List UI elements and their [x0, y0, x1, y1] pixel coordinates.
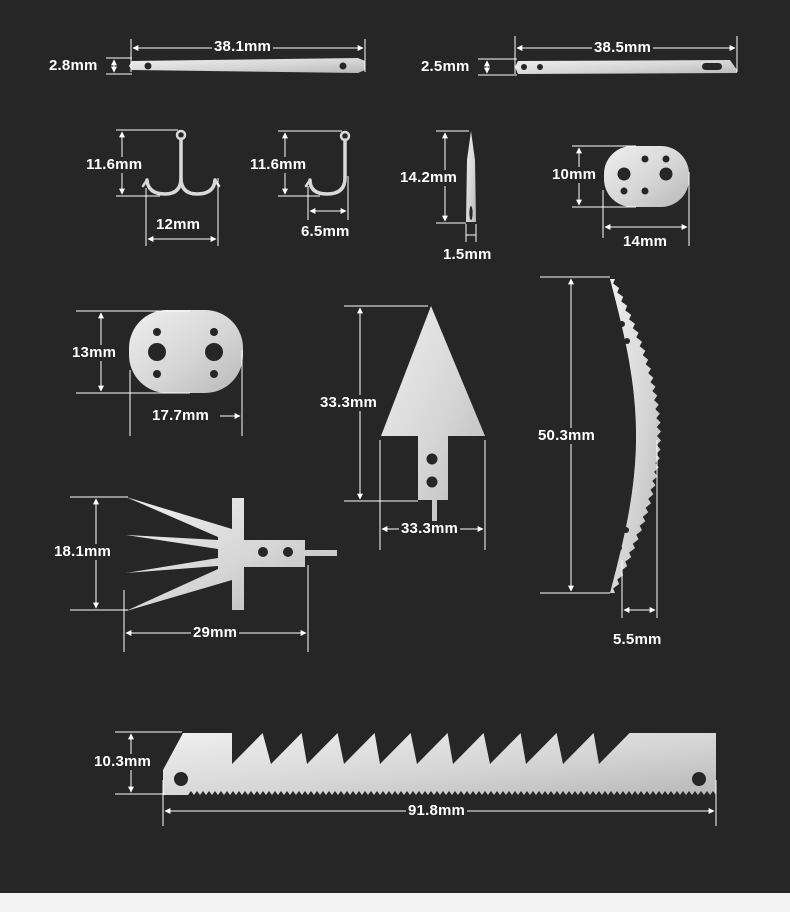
label-needle-1-length: 38.1mm	[212, 38, 274, 55]
label-double-hook-height: 11.6mm	[84, 156, 145, 173]
label-large-disc-width: 17.7mm	[150, 407, 212, 424]
label-small-disc-width: 14mm	[621, 233, 670, 250]
label-single-hook-height: 11.6mm	[248, 156, 309, 173]
label-single-hook-width: 6.5mm	[299, 223, 352, 240]
part-needle-2	[515, 60, 737, 74]
label-long-saw-height: 10.3mm	[92, 753, 154, 770]
part-curved-saw	[610, 279, 661, 593]
label-arrowhead-height: 33.3mm	[318, 394, 380, 411]
part-single-hook	[304, 130, 351, 196]
dim-small-disc	[572, 145, 690, 246]
part-large-disc	[129, 310, 243, 393]
part-long-saw	[163, 733, 716, 795]
part-needle-1	[129, 58, 365, 73]
label-needle-2-width: 2.5mm	[419, 58, 472, 75]
part-small-disc	[604, 146, 689, 207]
parts-drawing	[70, 36, 738, 826]
label-fish-spear-width: 29mm	[191, 624, 240, 641]
label-small-disc-height: 10mm	[550, 166, 599, 183]
part-double-hook	[141, 129, 221, 196]
label-pin-height: 14.2mm	[398, 169, 460, 186]
label-curved-saw-height: 50.3mm	[536, 427, 598, 444]
label-curved-saw-width: 5.5mm	[611, 631, 664, 648]
part-pin	[466, 131, 476, 222]
part-arrowhead	[381, 306, 485, 522]
label-pin-width: 1.5mm	[441, 246, 494, 263]
dim-large-disc	[76, 310, 243, 436]
label-needle-2-length: 38.5mm	[592, 39, 654, 56]
label-large-disc-height: 13mm	[70, 344, 119, 361]
label-arrowhead-width: 33.3mm	[399, 520, 461, 537]
product-dimension-diagram: 38.1mm 2.8mm 38.5mm 2.5mm 11.6mm 12mm 11…	[0, 0, 790, 893]
label-fish-spear-height: 18.1mm	[52, 543, 114, 560]
bottom-strip	[0, 893, 790, 912]
label-double-hook-width: 12mm	[154, 216, 203, 233]
dim-double-hook	[116, 129, 219, 246]
label-long-saw-length: 91.8mm	[406, 802, 468, 819]
label-needle-1-width: 2.8mm	[47, 57, 100, 74]
dim-single-hook	[278, 130, 349, 220]
part-fish-spear	[126, 497, 337, 611]
